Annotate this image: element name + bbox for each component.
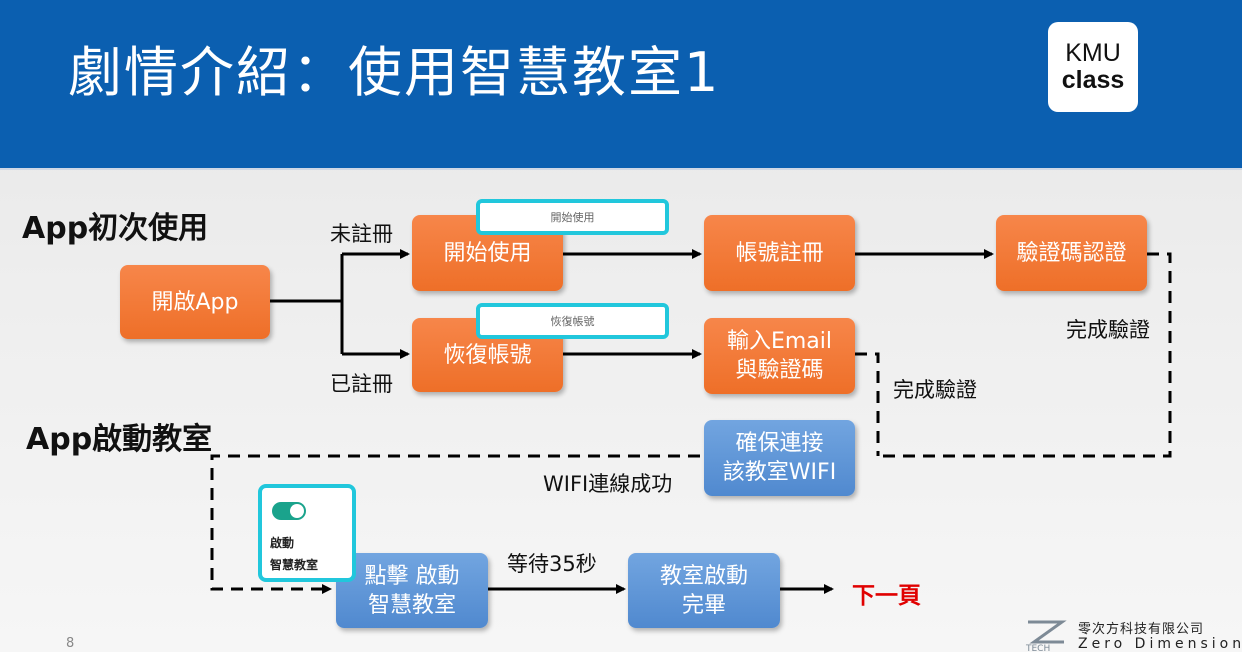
header-divider [0, 168, 1242, 170]
label-unregistered: 未註冊 [330, 222, 393, 246]
toggle-card-preview: 啟動 智慧教室 [258, 484, 356, 582]
zero-dimension-logo: TECH [1025, 620, 1067, 652]
node-click-start: 點擊 啟動 智慧教室 [336, 553, 488, 628]
label-wifi-ok: WIFI連線成功 [543, 472, 673, 496]
node-input-email: 輸入Email 與驗證碼 [704, 318, 855, 394]
logo-line-1: KMU [1065, 39, 1121, 67]
logo-tech-text: TECH [1025, 644, 1050, 652]
verify-dashed-return [880, 252, 1172, 458]
company-name-cn: 零次方科技有限公司 [1078, 622, 1205, 637]
label-verified-1: 完成驗證 [1066, 318, 1150, 342]
label-registered: 已註冊 [330, 372, 393, 396]
toggle-label-1: 啟動 [270, 536, 295, 550]
toggle-switch [272, 502, 306, 520]
toggle-knob [290, 504, 304, 518]
dashed-connectors [210, 252, 1172, 594]
logo-line-2: class [1061, 66, 1125, 94]
node-register-account: 帳號註冊 [704, 215, 855, 291]
section-start-classroom: App啟動教室 [26, 422, 213, 457]
recover-account-button-preview: 恢復帳號 [476, 303, 669, 339]
kmu-class-logo: KMU class [1048, 22, 1138, 112]
start-use-button-preview: 開始使用 [476, 199, 669, 235]
node-open-app: 開啟App [120, 265, 270, 339]
node-verify-code: 驗證碼認證 [996, 215, 1147, 291]
toggle-label-2: 智慧教室 [270, 558, 319, 572]
node-ensure-wifi: 確保連接 該教室WIFI [704, 420, 855, 496]
email-dashed-return [855, 352, 880, 456]
label-verified-2: 完成驗證 [893, 378, 977, 402]
header-bar [0, 0, 1242, 168]
node-start-use: 開始使用 [412, 215, 563, 291]
company-name-en: Zero Dimension [1078, 636, 1242, 652]
page-number: 8 [66, 636, 75, 651]
next-page-link[interactable]: 下一頁 [852, 583, 921, 609]
label-wait: 等待35秒 [507, 552, 597, 576]
section-first-use: App初次使用 [22, 211, 209, 246]
node-classroom-started: 教室啟動 完畢 [628, 553, 780, 628]
page-title: 劇情介紹：使用智慧教室1 [68, 41, 721, 104]
wifi-dashed-route [210, 454, 700, 594]
solid-connectors [270, 249, 994, 594]
